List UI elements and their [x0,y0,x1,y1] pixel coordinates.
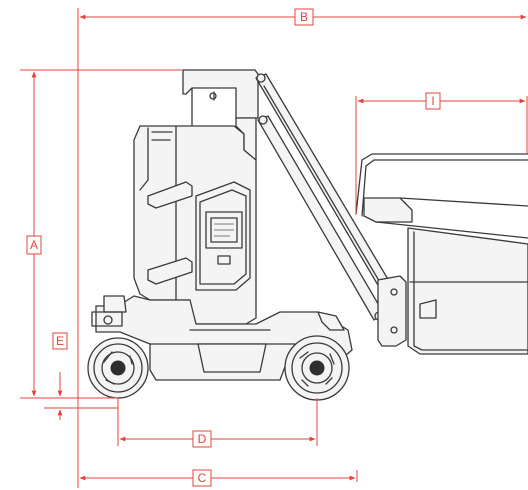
machine-outline [87,69,528,401]
label-a: A [26,235,42,255]
label-d: D [192,430,212,448]
label-i: I [425,92,441,110]
svg-text:B: B [300,10,308,24]
label-e: E [52,332,68,350]
svg-text:C: C [198,471,207,485]
svg-text:I: I [431,94,434,108]
label-c: C [192,469,212,487]
svg-text:A: A [30,238,38,252]
dimension-labels: A B I D C E [26,8,441,487]
svg-text:E: E [56,334,64,348]
label-b: B [294,8,314,26]
svg-text:D: D [198,432,207,446]
